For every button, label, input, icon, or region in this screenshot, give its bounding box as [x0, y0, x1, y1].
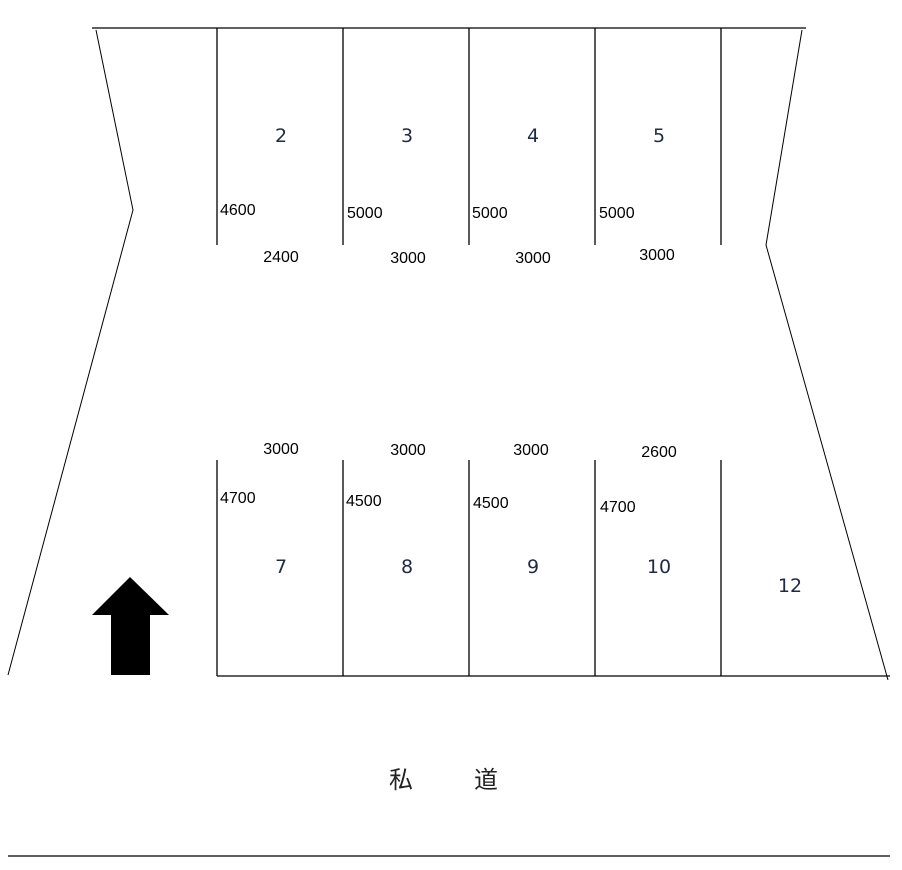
lot-number-4: 4 — [526, 125, 540, 147]
lot-4-depth: 5000 — [472, 205, 508, 222]
lot-8-depth: 4500 — [346, 493, 382, 510]
lot-7-frontage: 3000 — [263, 441, 299, 458]
lot-number-9: 9 — [526, 556, 540, 578]
lot-number-8: 8 — [400, 556, 414, 578]
road-label-char-1: 私 — [389, 766, 413, 794]
lot-7-depth: 4700 — [220, 490, 256, 507]
lot-9-frontage: 3000 — [513, 442, 549, 459]
lot-5-depth: 5000 — [599, 205, 635, 222]
top-row-dividers — [216, 28, 722, 245]
lot-2-frontage: 2400 — [263, 249, 299, 266]
arrow-up-icon — [92, 577, 169, 675]
road-label-char-2: 道 — [474, 766, 498, 794]
lot-number-12: 12 — [777, 575, 803, 597]
lot-8-frontage: 3000 — [390, 442, 426, 459]
lot-2-depth: 4600 — [220, 202, 256, 219]
lot-9-depth: 4500 — [473, 495, 509, 512]
lot-10-frontage: 2600 — [641, 444, 677, 461]
lot-number-10: 10 — [646, 556, 672, 578]
right-boundary-line — [765, 29, 889, 681]
bottom-row-dividers — [216, 460, 890, 677]
lot-4-frontage: 3000 — [515, 250, 551, 267]
lot-5-frontage: 3000 — [639, 247, 675, 264]
lot-3-depth: 5000 — [347, 205, 383, 222]
lot-number-3: 3 — [400, 125, 414, 147]
left-boundary-line — [7, 29, 134, 676]
lot-number-7: 7 — [274, 556, 288, 578]
lot-number-5: 5 — [652, 125, 666, 147]
lot-number-2: 2 — [274, 125, 288, 147]
lot-3-frontage: 3000 — [390, 250, 426, 267]
lot-10-depth: 4700 — [600, 499, 636, 516]
